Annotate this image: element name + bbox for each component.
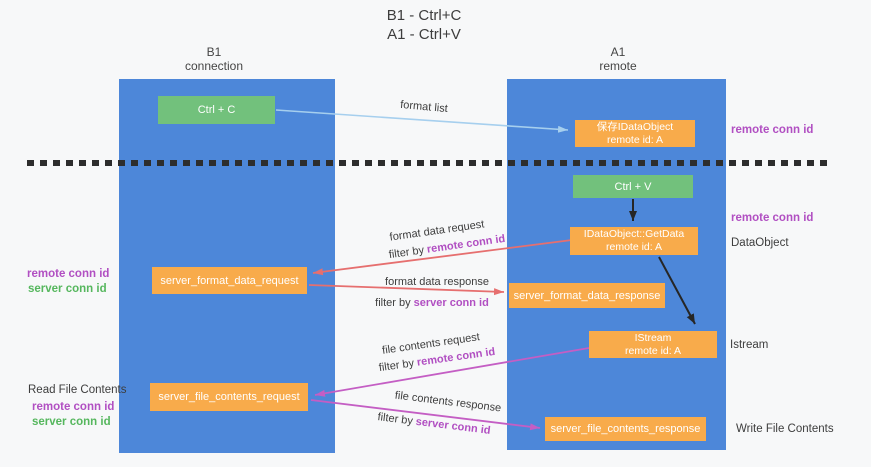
lifeline-b1-name: B1 — [206, 45, 222, 59]
node-server-format-data-response: server_format_data_response — [509, 283, 665, 308]
node-save-dataobject-line1: 保存IDataObject — [596, 120, 674, 133]
server-conn-id-text: server conn id — [413, 297, 489, 309]
label-istream: Istream — [730, 339, 769, 351]
server-conn-id-text: server conn id — [415, 415, 492, 437]
filter-by-text: filter by — [376, 411, 414, 428]
label-dataobject: DataObject — [731, 237, 789, 249]
label-remote-conn-id-left-low: remote conn id — [32, 401, 115, 413]
title-line-1: B1 - Ctrl+C — [386, 7, 462, 24]
node-ctrl-v: Ctrl + V — [573, 175, 693, 198]
label-format-list: format list — [399, 98, 449, 116]
filter-by-text: filter by — [378, 357, 415, 375]
label-remote-conn-id-left-mid: remote conn id — [27, 268, 110, 280]
label-server-conn-id-left-low: server conn id — [32, 416, 111, 428]
lifeline-header-a1: A1 remote — [599, 45, 636, 73]
label-server-conn-id-left-mid: server conn id — [28, 283, 107, 295]
label-read-file-contents: Read File Contents — [28, 384, 127, 396]
node-server-file-contents-response: server_file_contents_response — [545, 417, 706, 441]
node-getdata-line1: IDataObject::GetData — [583, 228, 685, 240]
title-line-2: A1 - Ctrl+V — [387, 26, 461, 43]
lifeline-header-b1: B1 connection — [185, 45, 243, 73]
label-file-contents-response: file contents response — [394, 389, 502, 415]
node-istream-line1: IStream — [634, 331, 672, 344]
node-save-dataobject: 保存IDataObject remote id: A — [575, 120, 695, 147]
dashed-divider-line — [27, 160, 831, 166]
node-save-dataobject-line2: remote id: A — [606, 133, 664, 146]
node-server-file-contents-request: server_file_contents_request — [150, 383, 308, 411]
label-write-file-contents: Write File Contents — [736, 423, 834, 435]
diagram-title: B1 - Ctrl+C A1 - Ctrl+V — [387, 6, 462, 44]
node-getdata-line2: remote id: A — [605, 241, 663, 253]
node-ctrl-c: Ctrl + C — [158, 96, 275, 124]
node-istream-line2: remote id: A — [624, 344, 682, 357]
filter-by-text: filter by — [388, 244, 425, 262]
node-istream: IStream remote id: A — [589, 331, 717, 358]
lifeline-b1-role: connection — [184, 59, 244, 73]
lifeline-a1-role: remote — [599, 59, 637, 73]
label-remote-conn-id-right-top: remote conn id — [731, 124, 814, 136]
node-idataobject-getdata: IDataObject::GetData remote id: A — [570, 227, 698, 255]
label-remote-conn-id-right-mid: remote conn id — [731, 212, 814, 224]
lifeline-a1-name: A1 — [610, 45, 626, 59]
node-server-format-data-request: server_format_data_request — [152, 267, 307, 294]
filter-by-text: filter by — [375, 297, 411, 309]
label-format-data-response: format data response — [385, 276, 489, 288]
